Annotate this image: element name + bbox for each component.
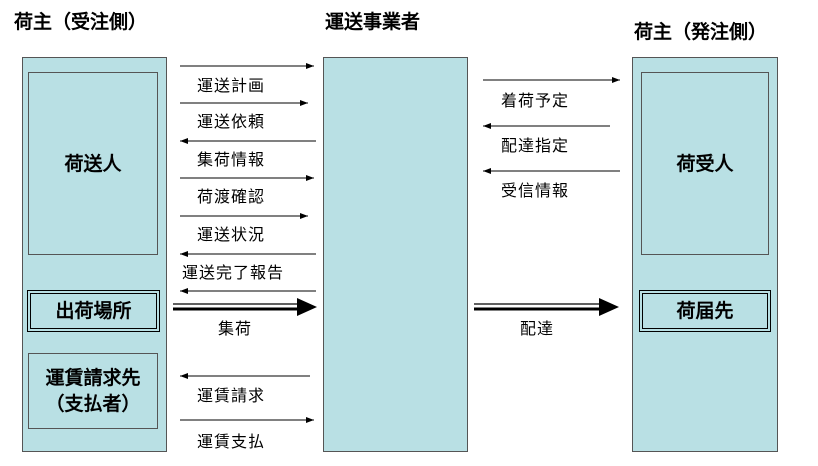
- flow-label-pickup: 集荷: [218, 319, 253, 338]
- heading-shipper-ordering: 荷主（発注側）: [634, 21, 768, 43]
- heading-shipper-receiving: 荷主（受注側）: [14, 11, 148, 33]
- arrow-delivery-head: [599, 298, 619, 316]
- flow-label-arrival-schedule: 着荷予定: [501, 91, 570, 110]
- flow-label-pickup-info: 集荷情報: [197, 150, 266, 169]
- arrow-pickup-head: [297, 298, 317, 316]
- heading-carrier: 運送事業者: [325, 11, 421, 33]
- flow-label-received-info: 受信情報: [501, 181, 570, 200]
- billing-label-line2: （支払者）: [45, 393, 141, 415]
- receiver-label: 荷受人: [676, 152, 734, 175]
- flow-label-transport-plan: 運送計画: [197, 76, 266, 95]
- flow-label-delivery-designation: 配達指定: [501, 136, 570, 155]
- flow-label-completion-report: 運送完了報告: [182, 263, 285, 282]
- flow-label-delivery: 配達: [520, 319, 555, 338]
- billing-label-line1: 運賃請求先: [45, 367, 141, 389]
- flow-label-transport-request: 運送依頼: [197, 112, 266, 131]
- sender-label: 荷送人: [64, 152, 122, 175]
- destination-box: 荷届先: [639, 290, 771, 332]
- shipping-location-box: 出荷場所: [27, 290, 160, 332]
- flow-label-payment: 運賃支払: [197, 432, 266, 451]
- shipping-location-label: 出荷場所: [55, 300, 132, 322]
- column-carrier: [323, 57, 468, 452]
- receiver-box: 荷受人: [641, 72, 769, 255]
- flow-label-transport-status: 運送状況: [197, 225, 266, 244]
- destination-label: 荷届先: [676, 300, 734, 322]
- sender-box: 荷送人: [28, 72, 158, 255]
- flow-label-billing-request: 運賃請求: [197, 386, 266, 405]
- flow-label-handover-confirm: 荷渡確認: [197, 187, 266, 206]
- billing-box: 運賃請求先 （支払者）: [28, 353, 158, 429]
